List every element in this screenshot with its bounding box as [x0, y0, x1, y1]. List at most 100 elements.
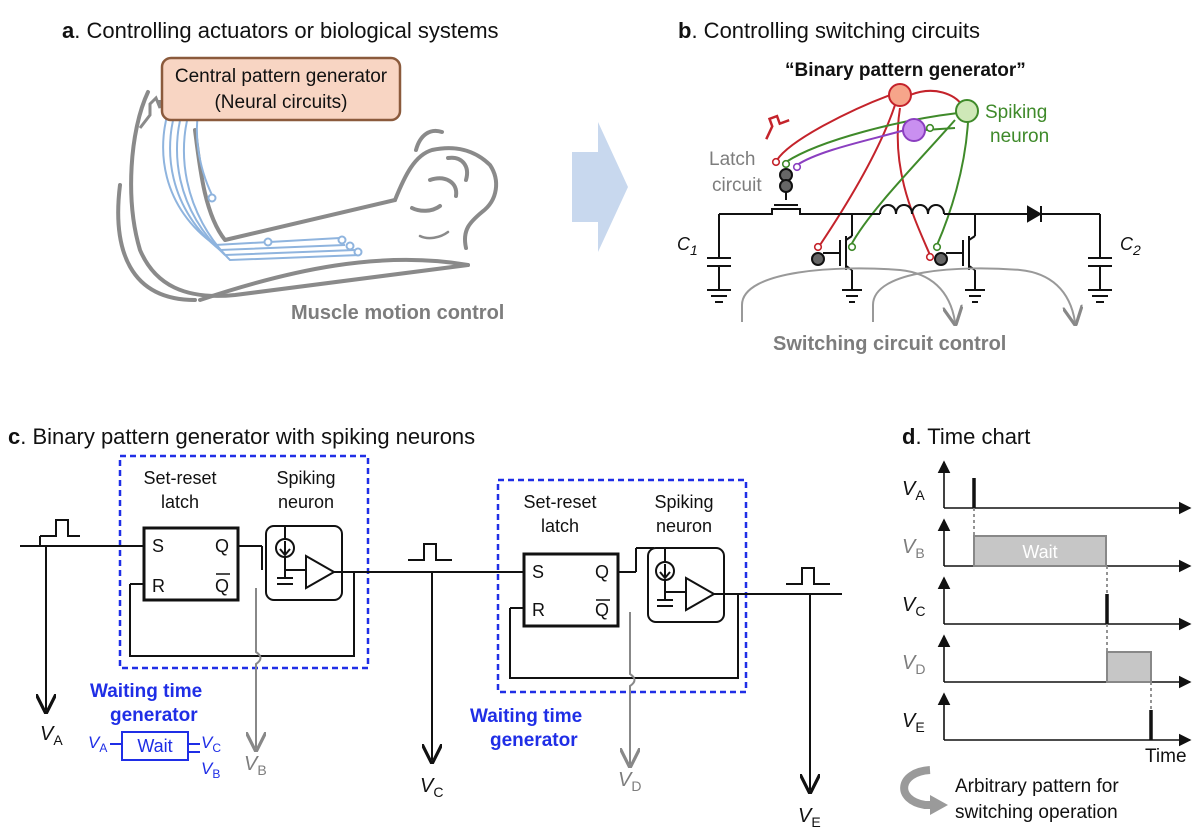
spiking-label-1: Spiking	[985, 102, 1047, 123]
wait-va-sub: A	[99, 741, 107, 755]
latch1-q: Q	[215, 536, 229, 556]
svg-text:VA: VA	[40, 723, 63, 748]
wait-symbol	[110, 731, 200, 761]
red-pulse-icon	[765, 114, 790, 140]
spiking-label-2: neuron	[990, 126, 1049, 147]
svg-text:c. Binary pattern generator wi: c. Binary pattern generator with spiking…	[8, 424, 475, 449]
svg-text:VA: VA	[88, 733, 107, 755]
svg-text:VD: VD	[902, 652, 925, 677]
neuron1-label-2: neuron	[278, 492, 334, 512]
d-vb-sub: B	[915, 545, 924, 561]
label-ve: V	[798, 805, 813, 827]
wait-vc-sub: C	[212, 741, 221, 755]
wait-gen-label-1a: Waiting time	[90, 681, 202, 702]
wait-va: V	[88, 733, 101, 752]
neuron2-label-1: Spiking	[654, 492, 713, 512]
panel-d: d. Time chart Wait VA VB VC VD	[900, 424, 1192, 823]
panel-c-letter: c	[8, 424, 20, 449]
wait-vc: V	[201, 733, 214, 752]
svg-text:VB: VB	[902, 536, 925, 561]
latch2-s: S	[532, 562, 544, 582]
svg-text:VD: VD	[618, 769, 641, 794]
latch1-s: S	[152, 536, 164, 556]
wait-gen-label-2a: Waiting time	[470, 706, 582, 727]
svg-text:VB: VB	[201, 759, 220, 781]
wait-vb-sub: B	[212, 767, 220, 781]
d-vc: V	[902, 594, 917, 616]
wait-bar-vb	[973, 535, 1107, 567]
d-vc-sub: C	[915, 603, 925, 619]
label-vb: V	[244, 753, 259, 775]
wait-gen-label-2b: generator	[490, 730, 578, 751]
panel-b: b. Controlling switching circuits “Binar…	[677, 18, 1141, 355]
wait-bar-vd	[1106, 651, 1152, 683]
cycle-arrow-icon	[900, 766, 948, 815]
panel-b-letter: b	[678, 18, 691, 43]
latch1-r: R	[152, 576, 165, 596]
note-line-2: switching operation	[955, 802, 1118, 823]
circuit-wires	[20, 519, 842, 790]
panel-b-subtitle: “Binary pattern generator”	[785, 60, 1026, 81]
connection-terminals	[771, 101, 967, 262]
panel-c: c. Binary pattern generator with spiking…	[8, 424, 842, 830]
control-arcs	[741, 267, 1075, 322]
panel-a-title: . Controlling actuators or biological sy…	[74, 18, 498, 43]
d-va-sub: A	[915, 487, 925, 503]
svg-text:VC: VC	[201, 733, 221, 755]
c2-subscript: 2	[1132, 242, 1141, 258]
svg-text:a. Controlling actuators or bi: a. Controlling actuators or biological s…	[62, 18, 499, 43]
c1-label: C	[677, 234, 691, 254]
d-vd: V	[902, 652, 917, 674]
c1-subscript: 1	[690, 242, 698, 258]
neuron1-label-1: Spiking	[276, 468, 335, 488]
latch2-qbar: Q	[595, 600, 609, 620]
note-line-1: Arbitrary pattern for	[955, 776, 1119, 797]
svg-text:VA: VA	[902, 478, 925, 503]
d-vd-sub: D	[915, 661, 925, 677]
latch1-label-1: Set-reset	[143, 468, 216, 488]
wait-symbol-label: Wait	[137, 736, 172, 756]
svg-text:b. Controlling switching circu: b. Controlling switching circuits	[678, 18, 980, 43]
panel-a: a. Controlling actuators or biological s…	[62, 18, 504, 324]
time-label: Time	[1145, 746, 1187, 767]
svg-text:VE: VE	[798, 805, 821, 830]
switching-caption: Switching circuit control	[773, 333, 1006, 355]
panel-b-title: . Controlling switching circuits	[691, 18, 980, 43]
c2-label: C	[1120, 234, 1134, 254]
latch2-label-2: latch	[541, 516, 579, 536]
panel-d-title: . Time chart	[915, 424, 1030, 449]
latch1-qbar: Q	[215, 576, 229, 596]
muscle-caption: Muscle motion control	[291, 302, 504, 324]
label-vc: V	[420, 775, 435, 797]
wait-text: Wait	[1022, 542, 1057, 562]
label-vc-sub: C	[433, 784, 443, 800]
cpg-box	[160, 56, 402, 122]
label-vb-sub: B	[257, 762, 266, 778]
latch2-q: Q	[595, 562, 609, 582]
label-vd: V	[618, 769, 633, 791]
arm-illustration	[116, 90, 499, 302]
latch-label-1: Latch	[709, 149, 755, 170]
d-vb: V	[902, 536, 917, 558]
neuron2-label-2: neuron	[656, 516, 712, 536]
svg-text:C1: C1	[677, 234, 698, 258]
label-va: V	[40, 723, 55, 745]
panel-c-title: . Binary pattern generator with spiking …	[20, 424, 475, 449]
svg-text:VE: VE	[902, 710, 925, 735]
wait-gen-label-1b: generator	[110, 705, 198, 726]
switching-circuit	[707, 168, 1112, 303]
label-ve-sub: E	[811, 814, 820, 830]
latch1-label-2: latch	[161, 492, 199, 512]
neuron-red	[888, 83, 912, 107]
latch2-r: R	[532, 600, 545, 620]
timing-dotted	[973, 508, 1152, 710]
label-vd-sub: D	[631, 778, 641, 794]
svg-text:d. Time chart: d. Time chart	[902, 424, 1030, 449]
d-ve: V	[902, 710, 917, 732]
d-va: V	[902, 478, 917, 500]
label-va-sub: A	[53, 732, 63, 748]
wait-gen-box-1	[118, 454, 370, 670]
neuron-connections	[776, 89, 969, 256]
panel-d-letter: d	[902, 424, 915, 449]
